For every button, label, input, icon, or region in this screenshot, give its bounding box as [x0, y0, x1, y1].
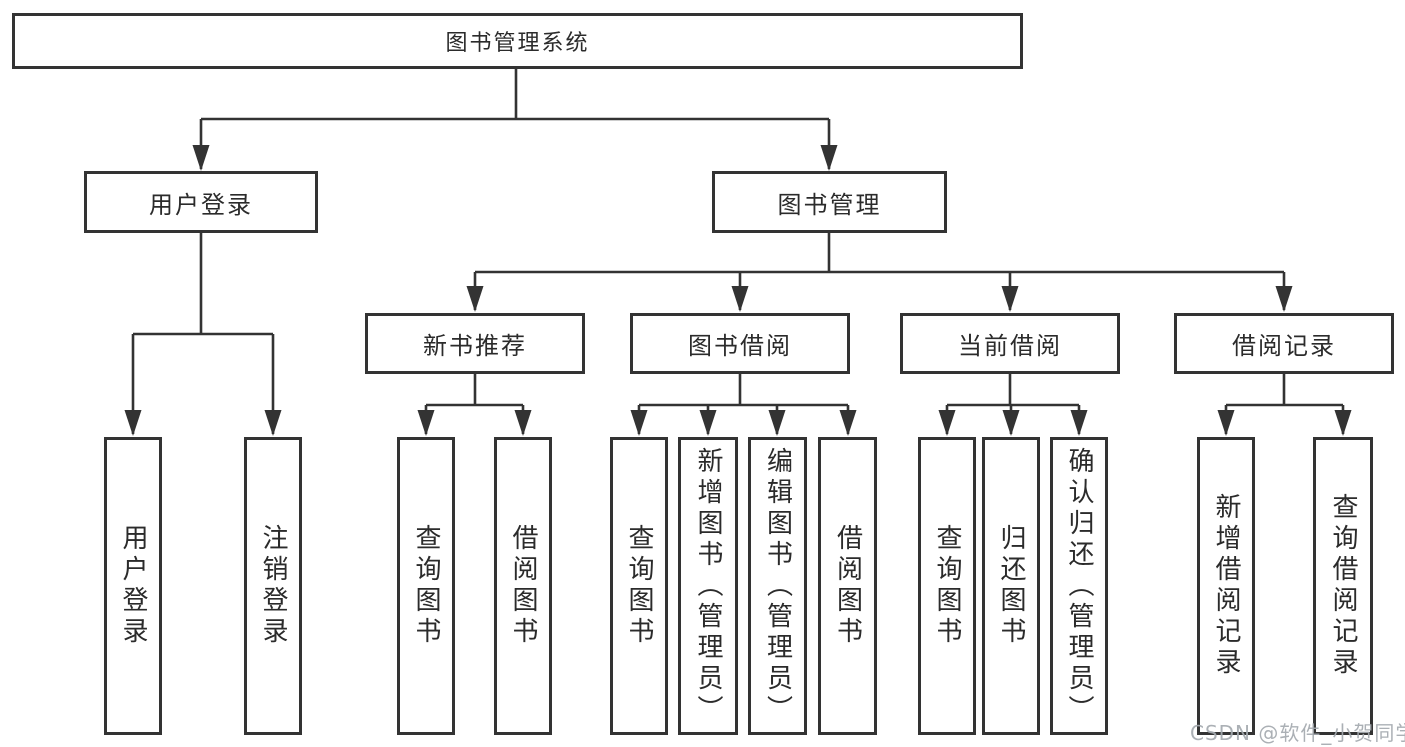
leaf-user-login: 用户登录: [104, 437, 162, 735]
node-label: 查询图书: [624, 524, 654, 648]
node-label: 新增借阅记录: [1211, 493, 1241, 679]
node-new-book-recommendation: 新书推荐: [365, 313, 585, 374]
leaf-confirm-return-admin: 确认归还（管理员）: [1050, 437, 1108, 735]
leaf-logout: 注销登录: [244, 437, 302, 735]
node-label: 编辑图书（管理员）: [762, 446, 793, 726]
node-label: 图书管理系统: [445, 31, 590, 56]
leaf-borrow-books-borrowing: 借阅图书: [818, 437, 877, 735]
node-label: 当前借阅: [958, 332, 1062, 360]
node-book-management: 图书管理: [712, 171, 947, 233]
node-current-borrowing: 当前借阅: [900, 313, 1120, 374]
node-label: 借阅图书: [832, 524, 863, 648]
leaf-add-borrow-record: 新增借阅记录: [1197, 437, 1255, 735]
connector-trunks: [133, 69, 1343, 407]
leaf-return-book: 归还图书: [982, 437, 1040, 735]
node-label: 查询图书: [932, 524, 962, 648]
node-label: 查询借阅记录: [1328, 493, 1358, 679]
node-label: 用户登录: [149, 190, 253, 219]
node-label: 图书借阅: [688, 332, 792, 360]
connector-arrows: [124, 119, 1352, 436]
leaf-query-books-borrowing: 查询图书: [610, 437, 668, 735]
node-label: 注销登录: [258, 524, 288, 648]
node-book-borrowing: 图书借阅: [630, 313, 850, 374]
node-label: 归还图书: [996, 524, 1026, 648]
node-label: 新书推荐: [423, 332, 527, 360]
node-label: 借阅图书: [508, 524, 538, 648]
node-label: 查询图书: [411, 524, 441, 648]
node-label: 新增图书（管理员）: [693, 446, 723, 726]
leaf-edit-book-admin: 编辑图书（管理员）: [748, 437, 807, 735]
leaf-query-books-current: 查询图书: [918, 437, 976, 735]
leaf-add-book-admin: 新增图书（管理员）: [678, 437, 738, 735]
node-user-login: 用户登录: [84, 171, 318, 233]
leaf-borrow-books-recommendation: 借阅图书: [494, 437, 552, 735]
node-label: 用户登录: [118, 524, 148, 648]
csdn-watermark: CSDN @软件_小贺同学: [1190, 721, 1405, 745]
node-label: 借阅记录: [1232, 332, 1336, 360]
node-label: 确认归还（管理员）: [1064, 446, 1094, 726]
node-borrowing-records: 借阅记录: [1174, 313, 1394, 374]
node-book-management-system: 图书管理系统: [12, 13, 1023, 69]
leaf-query-borrow-record: 查询借阅记录: [1313, 437, 1373, 735]
leaf-query-books-recommendation: 查询图书: [397, 437, 455, 735]
node-label: 图书管理: [777, 190, 882, 219]
